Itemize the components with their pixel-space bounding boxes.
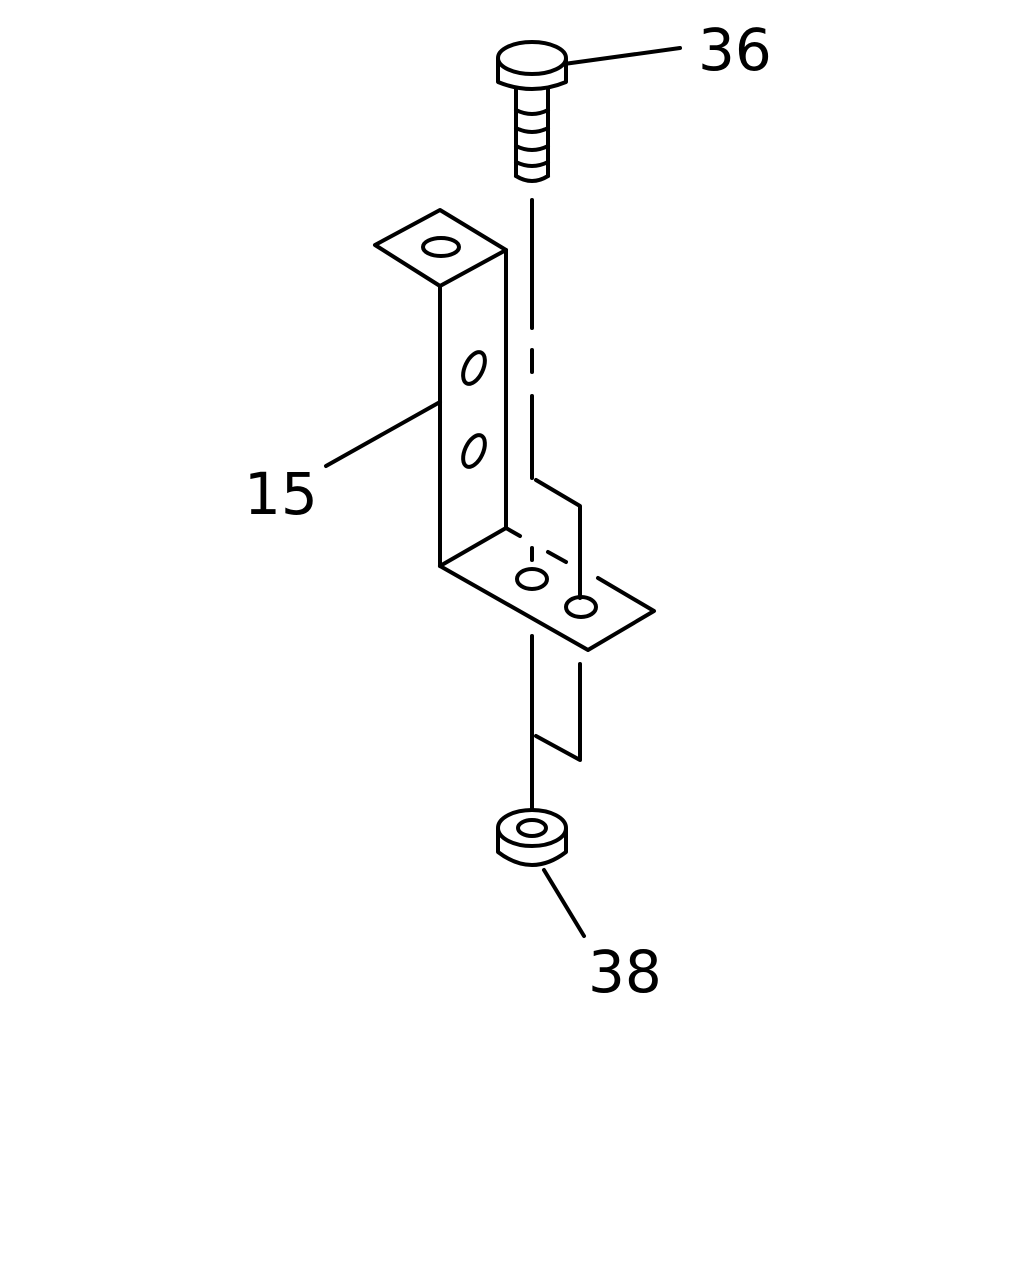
bolt-part bbox=[496, 40, 568, 183]
bracket-part bbox=[373, 208, 656, 762]
leader-line-15 bbox=[324, 400, 442, 468]
callout-number-38: 38 bbox=[588, 938, 662, 1006]
nut-part bbox=[496, 808, 568, 867]
leader-line-36 bbox=[562, 46, 682, 66]
leader-line-38 bbox=[542, 868, 586, 938]
callout-number-15: 15 bbox=[244, 460, 318, 528]
callout-number-36: 36 bbox=[698, 16, 772, 84]
